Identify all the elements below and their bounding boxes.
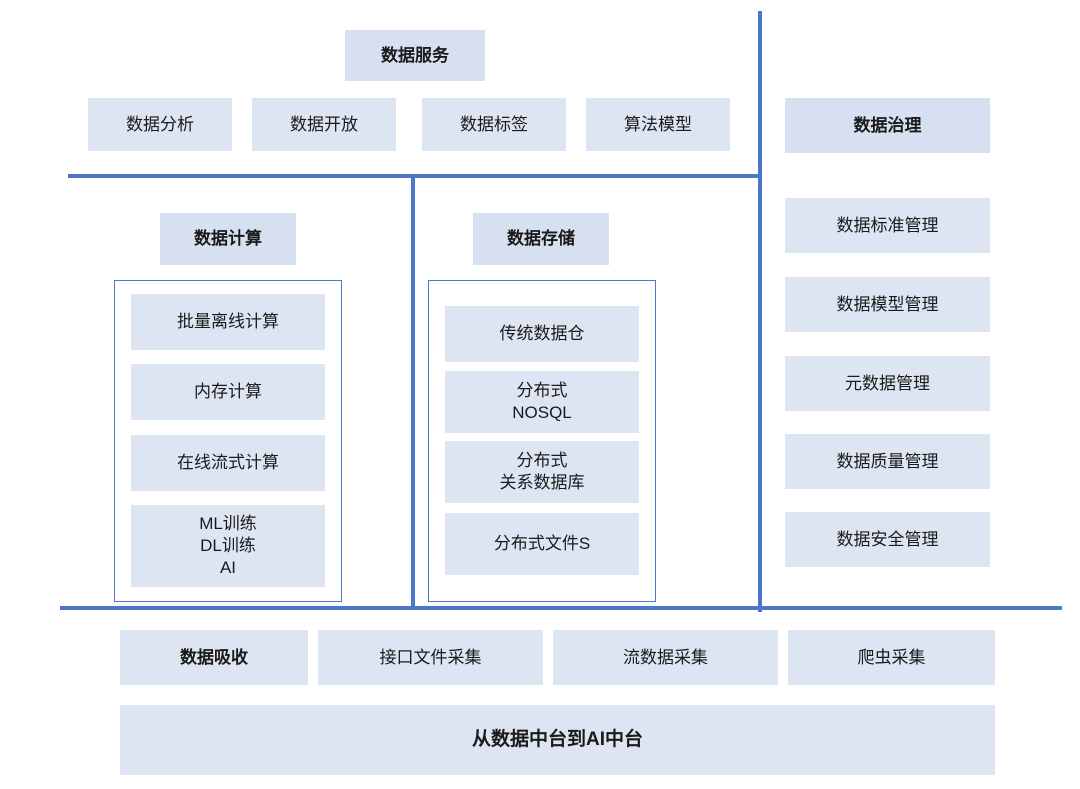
divider-vertical-middle (411, 174, 415, 610)
service-item-data-analysis[interactable]: 数据分析 (88, 98, 232, 151)
compute-item-batch-offline[interactable]: 批量离线计算 (131, 294, 325, 350)
compute-item-online-streaming[interactable]: 在线流式计算 (131, 435, 325, 491)
divider-horizontal-top (68, 174, 762, 178)
ingestion-item-stream-data-collection[interactable]: 流数据采集 (553, 630, 778, 685)
ingestion-item-crawler-collection[interactable]: 爬虫采集 (788, 630, 995, 685)
storage-item-distributed-nosql[interactable]: 分布式 NOSQL (445, 371, 639, 433)
footer-banner: 从数据中台到AI中台 (120, 705, 995, 775)
governance-item-data-model[interactable]: 数据模型管理 (785, 277, 990, 332)
compute-item-in-memory[interactable]: 内存计算 (131, 364, 325, 420)
ingestion-item-interface-file-collection[interactable]: 接口文件采集 (318, 630, 543, 685)
storage-item-traditional-warehouse[interactable]: 传统数据仓 (445, 306, 639, 362)
governance-item-data-standard[interactable]: 数据标准管理 (785, 198, 990, 253)
governance-item-data-quality[interactable]: 数据质量管理 (785, 434, 990, 489)
service-layer-title: 数据服务 (345, 30, 485, 81)
governance-item-data-security[interactable]: 数据安全管理 (785, 512, 990, 567)
storage-item-distributed-file-system[interactable]: 分布式文件S (445, 513, 639, 575)
service-item-data-label[interactable]: 数据标签 (422, 98, 566, 151)
governance-item-metadata[interactable]: 元数据管理 (785, 356, 990, 411)
storage-layer-title: 数据存储 (473, 213, 609, 265)
ingestion-layer-title: 数据吸收 (120, 630, 308, 685)
divider-horizontal-bottom (60, 606, 1062, 610)
compute-layer-title: 数据计算 (160, 213, 296, 265)
compute-item-ml-dl-ai[interactable]: ML训练 DL训练 AI (131, 505, 325, 587)
governance-layer-title: 数据治理 (785, 98, 990, 153)
divider-vertical-right (758, 11, 762, 612)
storage-item-distributed-rdbms[interactable]: 分布式 关系数据库 (445, 441, 639, 503)
service-item-data-open[interactable]: 数据开放 (252, 98, 396, 151)
service-item-algorithm-model[interactable]: 算法模型 (586, 98, 730, 151)
